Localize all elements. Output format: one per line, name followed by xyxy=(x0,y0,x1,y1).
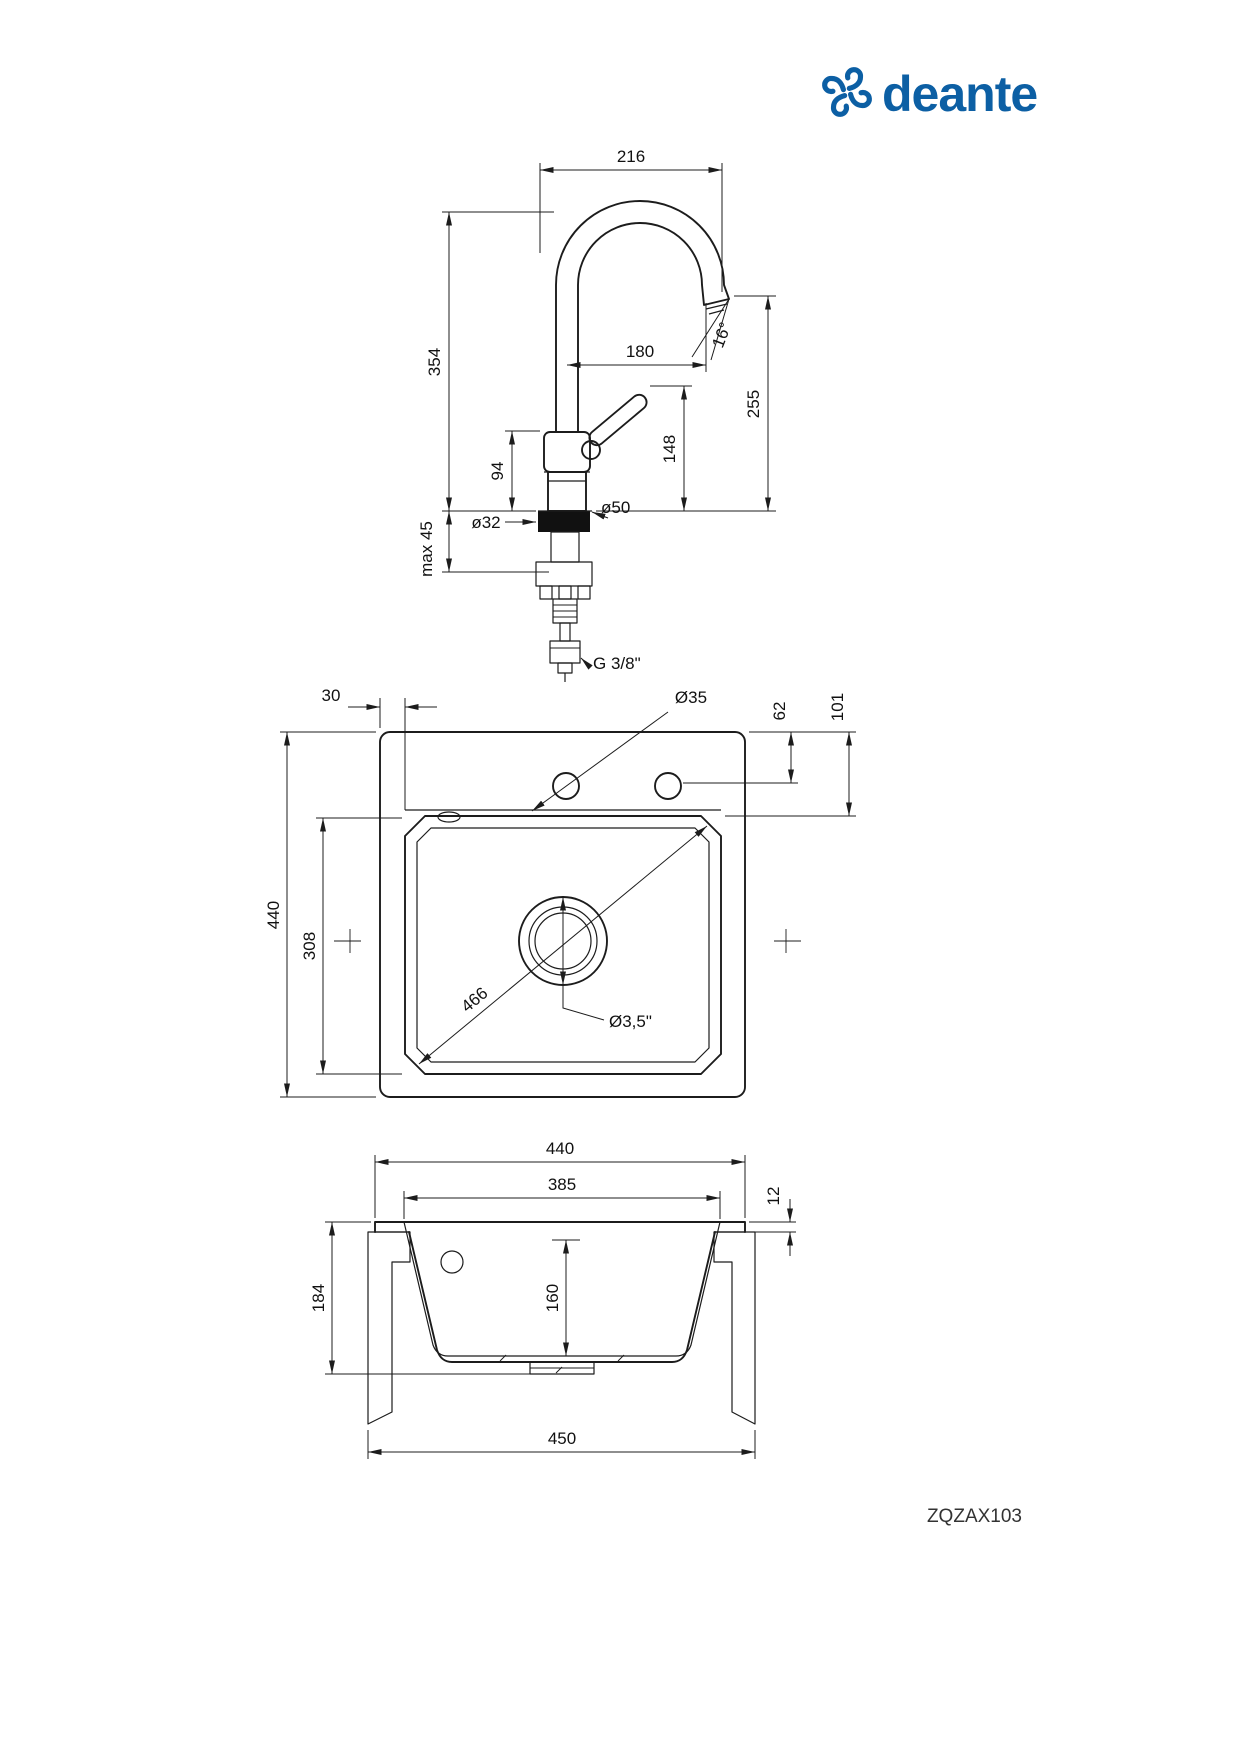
faucet-mounting-hardware xyxy=(535,510,593,682)
dim-tap-hole-diameter: Ø35 xyxy=(675,688,707,707)
dim-section-outer-width: 440 xyxy=(546,1139,574,1158)
dim-bowl-top-offset: 101 xyxy=(828,693,847,721)
dim-bowl-depth: 160 xyxy=(543,1284,562,1312)
centerline-marks xyxy=(334,929,801,953)
dim-drain-size: Ø3,5" xyxy=(609,1012,652,1031)
dim-base-diameter: ø50 xyxy=(601,498,630,517)
sink-section-view: 440 385 12 184 160 450 xyxy=(309,1139,796,1459)
dim-body-height: 94 xyxy=(488,462,507,481)
tap-hole-right xyxy=(654,772,682,800)
tap-hole-left xyxy=(552,772,580,800)
sink-top-dimensions: 30 Ø35 62 101 440 308 466 Ø3,5" xyxy=(264,686,856,1098)
dim-spout-reach: 180 xyxy=(626,342,654,361)
dim-bowl-length: 308 xyxy=(300,932,319,960)
overflow-slot xyxy=(437,811,461,823)
dim-bowl-top-width: 385 xyxy=(548,1175,576,1194)
dim-handle-height: 148 xyxy=(660,435,679,463)
sink-section-outline xyxy=(374,1221,746,1375)
dim-total-height: 354 xyxy=(425,348,444,376)
tap-holes xyxy=(552,772,682,800)
brand-logo-icon xyxy=(822,67,872,117)
dim-cutout-width: 450 xyxy=(548,1429,576,1448)
brand-logo: deante xyxy=(822,66,1038,122)
dim-spout-width: 216 xyxy=(617,147,645,166)
dim-total-depth: 184 xyxy=(309,1284,328,1312)
brand-name: deante xyxy=(882,66,1037,122)
dim-shank-diameter: ø32 xyxy=(471,513,500,532)
dim-outer-size: 440 xyxy=(264,901,283,929)
dim-outlet-height: 255 xyxy=(744,390,763,418)
dim-rim-thickness: 12 xyxy=(764,1187,783,1206)
dim-edge-offset: 30 xyxy=(322,686,341,705)
faucet-outline xyxy=(543,200,730,512)
overflow-hole xyxy=(440,1250,464,1274)
product-code: ZQZAX103 xyxy=(927,1506,1022,1527)
faucet-handle xyxy=(581,393,648,460)
dim-bowl-diagonal: 466 xyxy=(458,983,492,1016)
dim-max-counter: max 45 xyxy=(417,521,436,577)
faucet-dimensions: 216 354 180 16° 255 148 94 xyxy=(417,147,776,673)
sink-section-dimensions: 440 385 12 184 160 450 xyxy=(309,1139,796,1459)
dim-thread: G 3/8" xyxy=(593,654,641,673)
sink-top-view: 30 Ø35 62 101 440 308 466 Ø3,5" xyxy=(264,686,856,1098)
faucet-side-view: 216 354 180 16° 255 148 94 xyxy=(417,147,776,682)
counter-cutout xyxy=(367,1231,756,1425)
dim-hole-center-offset: 62 xyxy=(770,702,789,721)
